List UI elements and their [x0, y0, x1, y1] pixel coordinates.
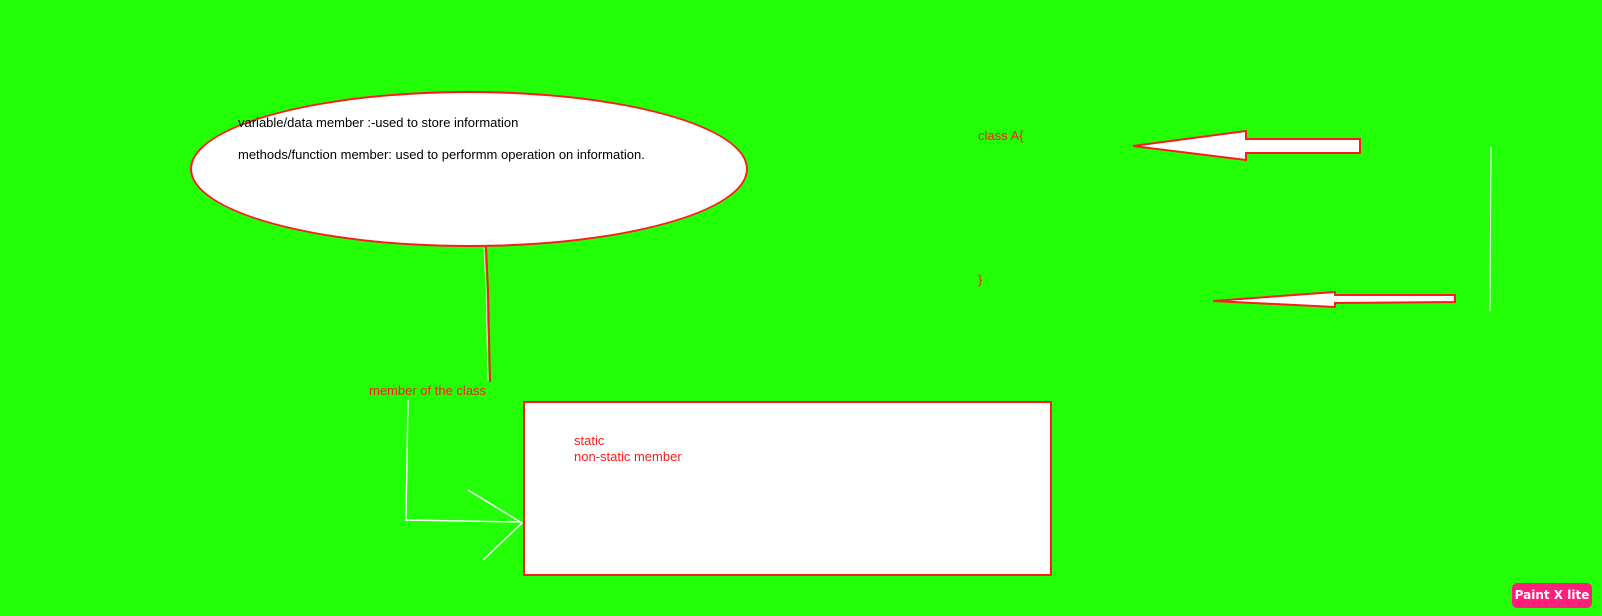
paint-x-lite-badge[interactable]: Paint X lite	[1512, 583, 1592, 608]
non-static-member-label: non-static member	[574, 449, 682, 464]
member-to-box-arrowhead	[467, 489, 524, 561]
ellipse-connector-line	[485, 246, 491, 383]
function-member-description: methods/function member: used to perform…	[238, 147, 645, 162]
class-declaration-close: }	[978, 272, 983, 287]
data-member-description: variable/data member :-used to store inf…	[238, 115, 519, 130]
member-of-class-label: member of the class	[369, 383, 487, 398]
member-to-box-arrow	[405, 399, 523, 523]
left-arrow-top	[1132, 129, 1361, 162]
left-arrow-bottom	[1212, 290, 1456, 309]
ellipse-connector-line-inner	[483, 247, 489, 382]
class-declaration-open: class A{	[978, 128, 1024, 143]
member-types-ellipse	[190, 91, 748, 247]
vertical-stroke	[1489, 146, 1492, 312]
member-kinds-box	[523, 401, 1052, 576]
static-label: static	[574, 433, 605, 448]
